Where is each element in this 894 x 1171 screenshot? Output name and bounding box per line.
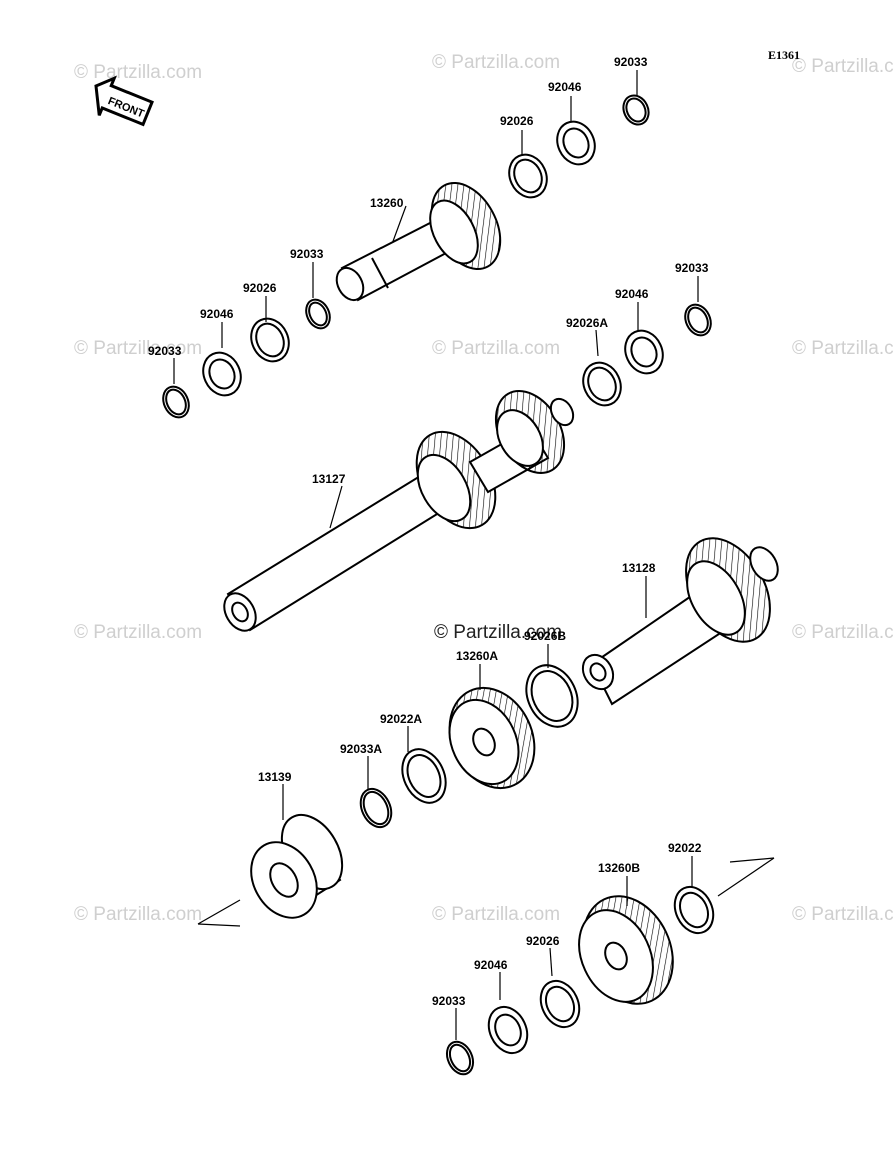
watermark: © Partzilla.com [792, 904, 894, 925]
watermark: © Partzilla.com [792, 622, 894, 643]
part-label[interactable]: 92033 [432, 994, 466, 1008]
part-label[interactable]: 92046 [548, 80, 582, 94]
shaft-13128 [581, 537, 779, 706]
part-label[interactable]: 92033A [340, 742, 383, 756]
diagram-code: E1361 [768, 48, 801, 62]
front-arrow-icon: FRONT [94, 75, 154, 127]
shaft-13127 [223, 390, 575, 632]
watermark: © Partzilla.com [792, 338, 894, 359]
part-label[interactable]: 92046 [200, 307, 234, 321]
part-label[interactable]: 92022 [668, 841, 702, 855]
part-label[interactable]: 92033 [675, 261, 709, 275]
part-label[interactable]: 92026 [243, 281, 277, 295]
part-label[interactable]: 92033 [290, 247, 324, 261]
part-label[interactable]: 92026 [526, 934, 560, 948]
part-label[interactable]: 92026A [566, 316, 609, 330]
part-label[interactable]: 13139 [258, 770, 292, 784]
part-label[interactable]: 92026B [524, 629, 567, 643]
upper-left-parts [162, 298, 331, 419]
hub-13139 [250, 814, 344, 919]
gear-13260B [578, 895, 674, 1005]
part-label[interactable]: 92026 [500, 114, 534, 128]
lower-right-parts [445, 885, 715, 1076]
rings-92022A-92033A [359, 748, 447, 829]
part-label[interactable]: 13128 [622, 561, 656, 575]
leader-lines [173, 70, 775, 1040]
part-label[interactable]: 92033 [614, 55, 648, 69]
watermark: © Partzilla.com [74, 62, 203, 83]
watermark: © Partzilla.com [74, 904, 203, 925]
part-label[interactable]: 92033 [148, 344, 182, 358]
part-label[interactable]: 92046 [474, 958, 508, 972]
part-label[interactable]: 13260 [370, 196, 404, 210]
watermark: © Partzilla.com [74, 338, 203, 359]
middle-right-parts [582, 303, 712, 407]
shaft-13260 [335, 182, 502, 302]
part-label[interactable]: 13127 [312, 472, 346, 486]
part-label[interactable]: 13260B [598, 861, 641, 875]
center-watermark: © Partzilla.com [434, 622, 563, 643]
gear-13260A [448, 686, 536, 790]
watermark: © Partzilla.com [432, 904, 561, 925]
watermark: © Partzilla.com [792, 56, 894, 77]
part-label[interactable]: 13260A [456, 649, 499, 663]
part-label[interactable]: 92046 [615, 287, 649, 301]
watermark: © Partzilla.com [432, 52, 561, 73]
part-label[interactable]: 92022A [380, 712, 423, 726]
watermark: © Partzilla.com [432, 338, 561, 359]
top-right-parts [508, 94, 650, 199]
watermark: © Partzilla.com [74, 622, 203, 643]
washer-92026B [525, 664, 579, 728]
